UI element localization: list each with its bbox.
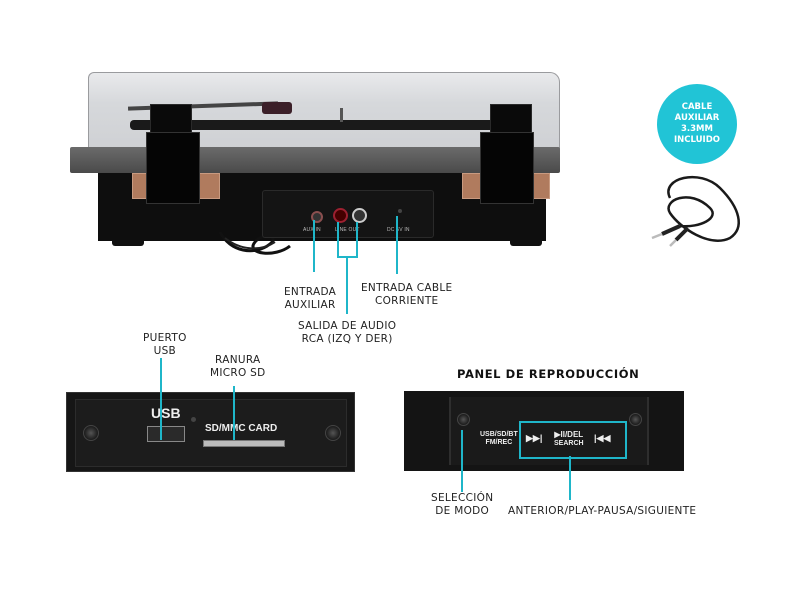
play-label-line2: SEARCH xyxy=(554,440,584,447)
sd-card-label: SD/MMC CARD xyxy=(205,423,278,434)
usb-port[interactable] xyxy=(147,426,185,442)
indicator-led xyxy=(191,417,196,422)
platter xyxy=(130,120,510,130)
mode-label: USB/SD/BT FM/REC xyxy=(480,431,518,447)
callout-power-line2: CORRIENTE xyxy=(374,295,439,307)
callout-rca-line2: RCA (IZQ Y DER) xyxy=(301,333,393,345)
callout-rca-line1: SALIDA DE AUDIO xyxy=(298,320,397,332)
screw-icon xyxy=(83,425,99,441)
next-button[interactable]: ▶▶| xyxy=(526,433,543,443)
callout-rca: SALIDA DE AUDIO RCA (IZQ Y DER) xyxy=(298,320,396,346)
mode-label-line2: FM/REC xyxy=(485,439,513,446)
dc-in-port-label: DC 5V IN xyxy=(387,227,410,233)
dc-in-jack xyxy=(398,209,402,213)
callout-line-controls xyxy=(569,456,571,500)
callout-sd-line2: MICRO SD xyxy=(210,367,266,379)
rca-white-jack xyxy=(352,208,367,223)
playback-panel-face xyxy=(449,397,649,465)
callout-line-aux xyxy=(313,220,315,272)
rear-connector-panel: AUX IN LINE OUT DC 5V IN xyxy=(262,190,434,238)
aux-cable-image xyxy=(651,175,740,247)
callout-usb-line2: USB xyxy=(153,345,177,357)
callout-usb-line1: PUERTO xyxy=(143,332,187,344)
aux-in-port-label: AUX IN xyxy=(303,227,321,233)
rca-red-jack xyxy=(333,208,348,223)
hinge-right xyxy=(480,132,534,204)
callout-line-rca-right xyxy=(356,222,358,258)
callout-sd: RANURA MICRO SD xyxy=(210,354,266,380)
playback-panel-title: PANEL DE REPRODUCCIÓN xyxy=(457,367,640,381)
callout-aux: ENTRADA AUXILIAR xyxy=(284,286,336,312)
badge-line4: INCLUIDO xyxy=(674,135,720,145)
foot-right xyxy=(510,240,542,246)
badge-line1: CABLE xyxy=(681,102,713,112)
callout-line-mode xyxy=(461,430,463,492)
badge-line3: 3.3MM xyxy=(681,124,713,134)
usb-label: USB xyxy=(151,405,181,421)
callout-line-rca-left xyxy=(337,222,339,258)
callout-line-sd xyxy=(233,386,235,440)
callout-mode: SELECCIÓN DE MODO xyxy=(431,492,493,518)
play-label-line1: ▶II/DEL xyxy=(554,430,584,439)
callout-mode-line1: SELECCIÓN xyxy=(431,492,494,504)
callout-line-rca xyxy=(346,256,348,314)
callout-mode-line2: DE MODO xyxy=(435,505,490,517)
hinge-left xyxy=(146,132,200,204)
callout-power: ENTRADA CABLE CORRIENTE xyxy=(361,282,452,308)
screw-icon xyxy=(629,413,642,426)
hinge-right-top xyxy=(490,104,532,136)
callout-usb: PUERTO USB xyxy=(143,332,187,358)
callout-power-line1: ENTRADA CABLE xyxy=(361,282,453,294)
mode-label-line1: USB/SD/BT xyxy=(480,431,518,438)
callout-line-power xyxy=(396,216,398,274)
line-out-port-label: LINE OUT xyxy=(335,227,360,233)
playback-panel: USB/SD/BT FM/REC ▶▶| ▶II/DEL SEARCH |◀◀ xyxy=(404,391,684,471)
foot-left xyxy=(112,240,144,246)
play-pause-button[interactable]: ▶II/DEL SEARCH xyxy=(554,430,584,448)
usb-sd-panel-face xyxy=(75,399,347,467)
badge-line2: AUXILIAR xyxy=(674,113,720,123)
callout-sd-line1: RANURA xyxy=(215,354,261,366)
usb-sd-panel: USB SD/MMC CARD xyxy=(66,392,355,472)
screw-icon xyxy=(325,425,341,441)
cable-included-badge: CABLE AUXILIAR 3.3MM INCLUIDO xyxy=(657,84,737,164)
controls-highlight-box xyxy=(519,421,627,459)
callout-line-usb xyxy=(160,358,162,440)
headshell xyxy=(262,102,292,114)
sd-card-slot[interactable] xyxy=(203,440,285,447)
mode-button[interactable] xyxy=(457,413,470,426)
spindle xyxy=(340,108,343,122)
callout-controls: ANTERIOR/PLAY-PAUSA/SIGUIENTE xyxy=(508,505,697,517)
callout-aux-line2: AUXILIAR xyxy=(284,299,336,311)
callout-aux-line1: ENTRADA xyxy=(284,286,337,298)
prev-button[interactable]: |◀◀ xyxy=(594,433,611,443)
